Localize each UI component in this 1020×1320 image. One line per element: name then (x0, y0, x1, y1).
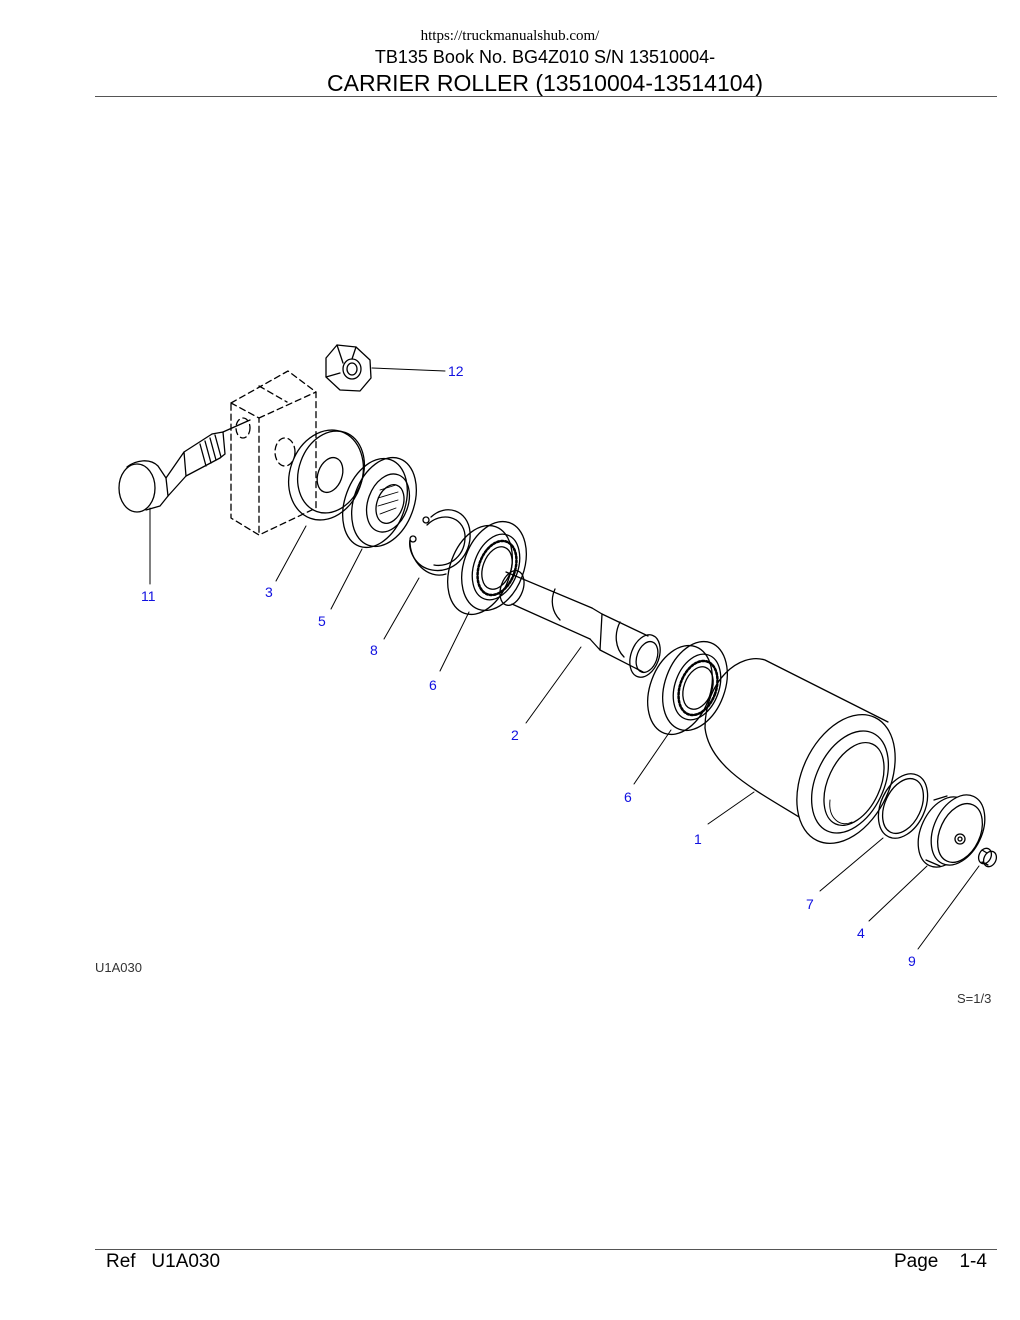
part-o-ring (877, 773, 929, 839)
part-roller (704, 658, 896, 845)
page-title: CARRIER ROLLER (13510004-13514104) (327, 70, 763, 96)
part-washer (288, 429, 365, 521)
part-bearing-right (647, 640, 728, 736)
callout-11: 11 (141, 588, 156, 604)
part-seal-holder (342, 456, 417, 549)
callout-12: 12 (448, 363, 464, 379)
callout-labels: 12 11 3 5 8 6 2 6 1 7 4 9 (141, 363, 916, 969)
part-shaft (499, 570, 661, 678)
footer-page-number: Page 1-4 (894, 1251, 987, 1272)
figure-code: U1A030 (95, 960, 142, 975)
part-plug (977, 847, 998, 868)
callout-8: 8 (370, 642, 378, 658)
callout-3: 3 (265, 584, 273, 600)
callout-1: 1 (694, 831, 702, 847)
part-nut (325, 344, 372, 392)
header-divider (95, 96, 997, 97)
callout-6-right: 6 (624, 789, 632, 805)
leader-lines (149, 367, 980, 950)
part-snap-ring (409, 509, 471, 576)
footer-ref: Ref U1A030 (106, 1251, 221, 1272)
source-url: https://truckmanualshub.com/ (420, 28, 600, 44)
footer-divider (95, 1249, 997, 1250)
part-bolt (118, 419, 251, 513)
callout-7: 7 (806, 896, 814, 912)
figure-scale: S=1/3 (957, 991, 992, 1006)
callout-5: 5 (318, 613, 326, 629)
mounting-bracket (230, 370, 317, 536)
callout-9: 9 (908, 953, 916, 969)
callout-4: 4 (857, 925, 865, 941)
book-number-line: TB135 Book No. BG4Z010 S/N 13510004- (374, 47, 716, 67)
callout-2: 2 (511, 727, 519, 743)
callout-6-left: 6 (429, 677, 437, 693)
part-end-cap (917, 794, 986, 868)
